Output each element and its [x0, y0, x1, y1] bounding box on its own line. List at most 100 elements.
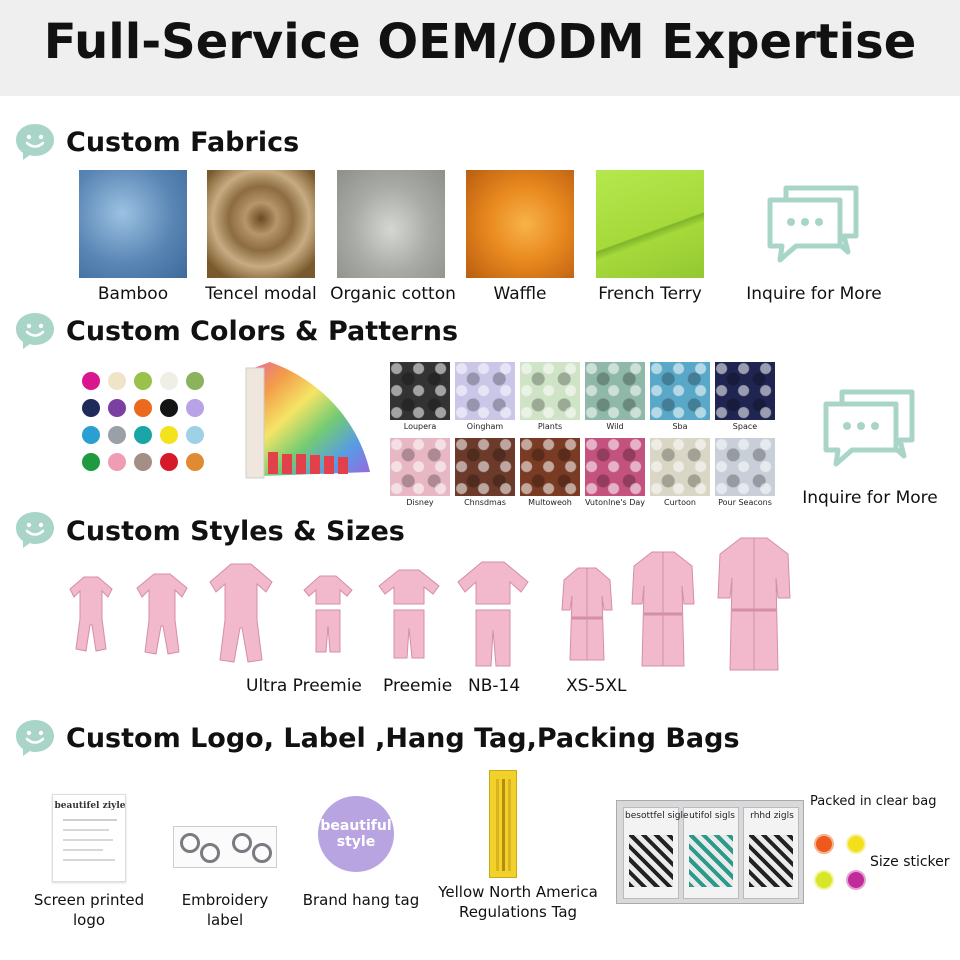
fabric-swatch-waffle [466, 170, 574, 278]
color-dot [108, 453, 126, 471]
section-title-logo: Custom Logo, Label ,Hang Tag,Packing Bag… [66, 723, 740, 754]
fabric-label-tencel-modal: Tencel modal [205, 284, 317, 304]
inquire-chat-icon[interactable] [764, 180, 864, 268]
section-title-fabrics: Custom Fabrics [66, 127, 300, 158]
color-dot [82, 399, 100, 417]
size-sticker [814, 870, 834, 890]
packed-in-clear-bag-label: Packed in clear bag [810, 794, 937, 809]
pattern-swatch [650, 362, 710, 420]
color-dot [186, 453, 204, 471]
color-dot [186, 399, 204, 417]
pattern-label: Wild [606, 422, 624, 431]
brand-hang-tag: beautiful style [318, 796, 394, 872]
section-title-styles: Custom Styles & Sizes [66, 516, 405, 547]
pattern-label: Loupera [403, 422, 437, 431]
color-dot [186, 426, 204, 444]
chat-smiley-icon [16, 720, 54, 756]
pattern-swatch [585, 362, 645, 420]
color-dot [82, 426, 100, 444]
fabric-label-waffle: Waffle [493, 284, 547, 304]
pattern-swatch [520, 362, 580, 420]
chat-smiley-icon [16, 124, 54, 160]
size-sticker [814, 834, 834, 854]
hang-tag-line1: beautiful [320, 818, 392, 834]
pajama-set-garment [457, 561, 529, 667]
pattern-swatch [585, 438, 645, 496]
bag-label-3: rhhd zigls [750, 811, 794, 821]
inquire-chat-icon[interactable] [820, 384, 920, 472]
caption-screen-printed: Screen printed logo [33, 891, 145, 929]
pattern-swatch [455, 362, 515, 420]
fabric-swatch-bamboo [79, 170, 187, 278]
section-title-colors: Custom Colors & Patterns [66, 316, 459, 347]
caption-embroidery: Embroidery label [181, 891, 269, 929]
chat-smiley-icon [16, 512, 54, 548]
color-dot [82, 453, 100, 471]
pattern-label: Plants [537, 422, 563, 431]
color-dot [108, 426, 126, 444]
pattern-swatch [715, 438, 775, 496]
fabric-swatch-tencel-modal [207, 170, 315, 278]
chat-smiley-icon [16, 313, 54, 349]
bag-label-1: besottfel sigle [625, 811, 689, 821]
color-fan-deck [245, 362, 370, 479]
size-label-nb-14: NB-14 [468, 676, 521, 696]
header-banner: Full-Service OEM/ODM Expertise [0, 0, 960, 96]
color-dot [134, 399, 152, 417]
pattern-label: Curtoon [664, 498, 696, 507]
caption-yellow-tag: Yellow North America Regulations Tag [438, 883, 598, 921]
color-dot [82, 372, 100, 390]
sleeper-garment [209, 563, 273, 663]
color-dot [186, 372, 204, 390]
size-sticker [846, 834, 866, 854]
fabric-swatch-french-terry [596, 170, 704, 278]
color-dot [134, 372, 152, 390]
fabric-label-bamboo: Bamboo [97, 284, 169, 304]
pattern-label: Chnsdmas [464, 498, 506, 507]
yellow-regulations-tag [489, 770, 517, 878]
pattern-swatch [650, 438, 710, 496]
color-dot [160, 426, 178, 444]
robe-garment [717, 537, 791, 671]
pattern-swatch [390, 438, 450, 496]
pattern-label: Space [732, 422, 758, 431]
color-dot [160, 372, 178, 390]
size-label-ultra-preemie: Ultra Preemie [246, 676, 362, 696]
color-dot [160, 453, 178, 471]
sleeper-garment [136, 573, 188, 655]
pattern-label: Oingham [466, 422, 504, 431]
pattern-label: Pour Seacons [718, 498, 772, 507]
color-dot [134, 426, 152, 444]
fabric-label-organic-cotton: Organic cotton [330, 284, 456, 304]
screen-printed-logo-text: beautifel ziyle [54, 801, 126, 811]
pattern-swatch [520, 438, 580, 496]
color-dot [108, 399, 126, 417]
caption-hang-tag: Brand hang tag [302, 891, 420, 909]
color-dot [108, 372, 126, 390]
robe-garment [561, 567, 613, 661]
color-dot [134, 453, 152, 471]
pattern-swatch [455, 438, 515, 496]
bag-label-2: utifol sigls [689, 811, 735, 821]
fabric-label-french-terry: French Terry [598, 284, 702, 304]
pattern-label: Sba [672, 422, 688, 431]
pattern-swatch [390, 362, 450, 420]
page-title: Full-Service OEM/ODM Expertise [43, 14, 917, 70]
size-label-xs-5xl: XS-5XL [566, 676, 627, 696]
robe-garment [631, 551, 695, 667]
inquire-link-colors[interactable]: Inquire for More [802, 488, 938, 508]
pattern-label: Multoweoh [528, 498, 572, 507]
fabric-swatch-organic-cotton [337, 170, 445, 278]
pajama-set-garment [303, 575, 353, 653]
color-dot [160, 399, 178, 417]
size-sticker [846, 870, 866, 890]
hang-tag-line2: style [336, 834, 376, 850]
size-label-preemie: Preemie [383, 676, 453, 696]
sleeper-garment [69, 576, 113, 652]
screen-printed-logo-card: beautifel ziyle [52, 794, 126, 882]
size-sticker-label: Size sticker [870, 854, 950, 870]
pajama-set-garment [378, 569, 440, 659]
embroidery-label [173, 826, 277, 868]
pattern-swatch [715, 362, 775, 420]
inquire-link-fabrics[interactable]: Inquire for More [746, 284, 882, 304]
